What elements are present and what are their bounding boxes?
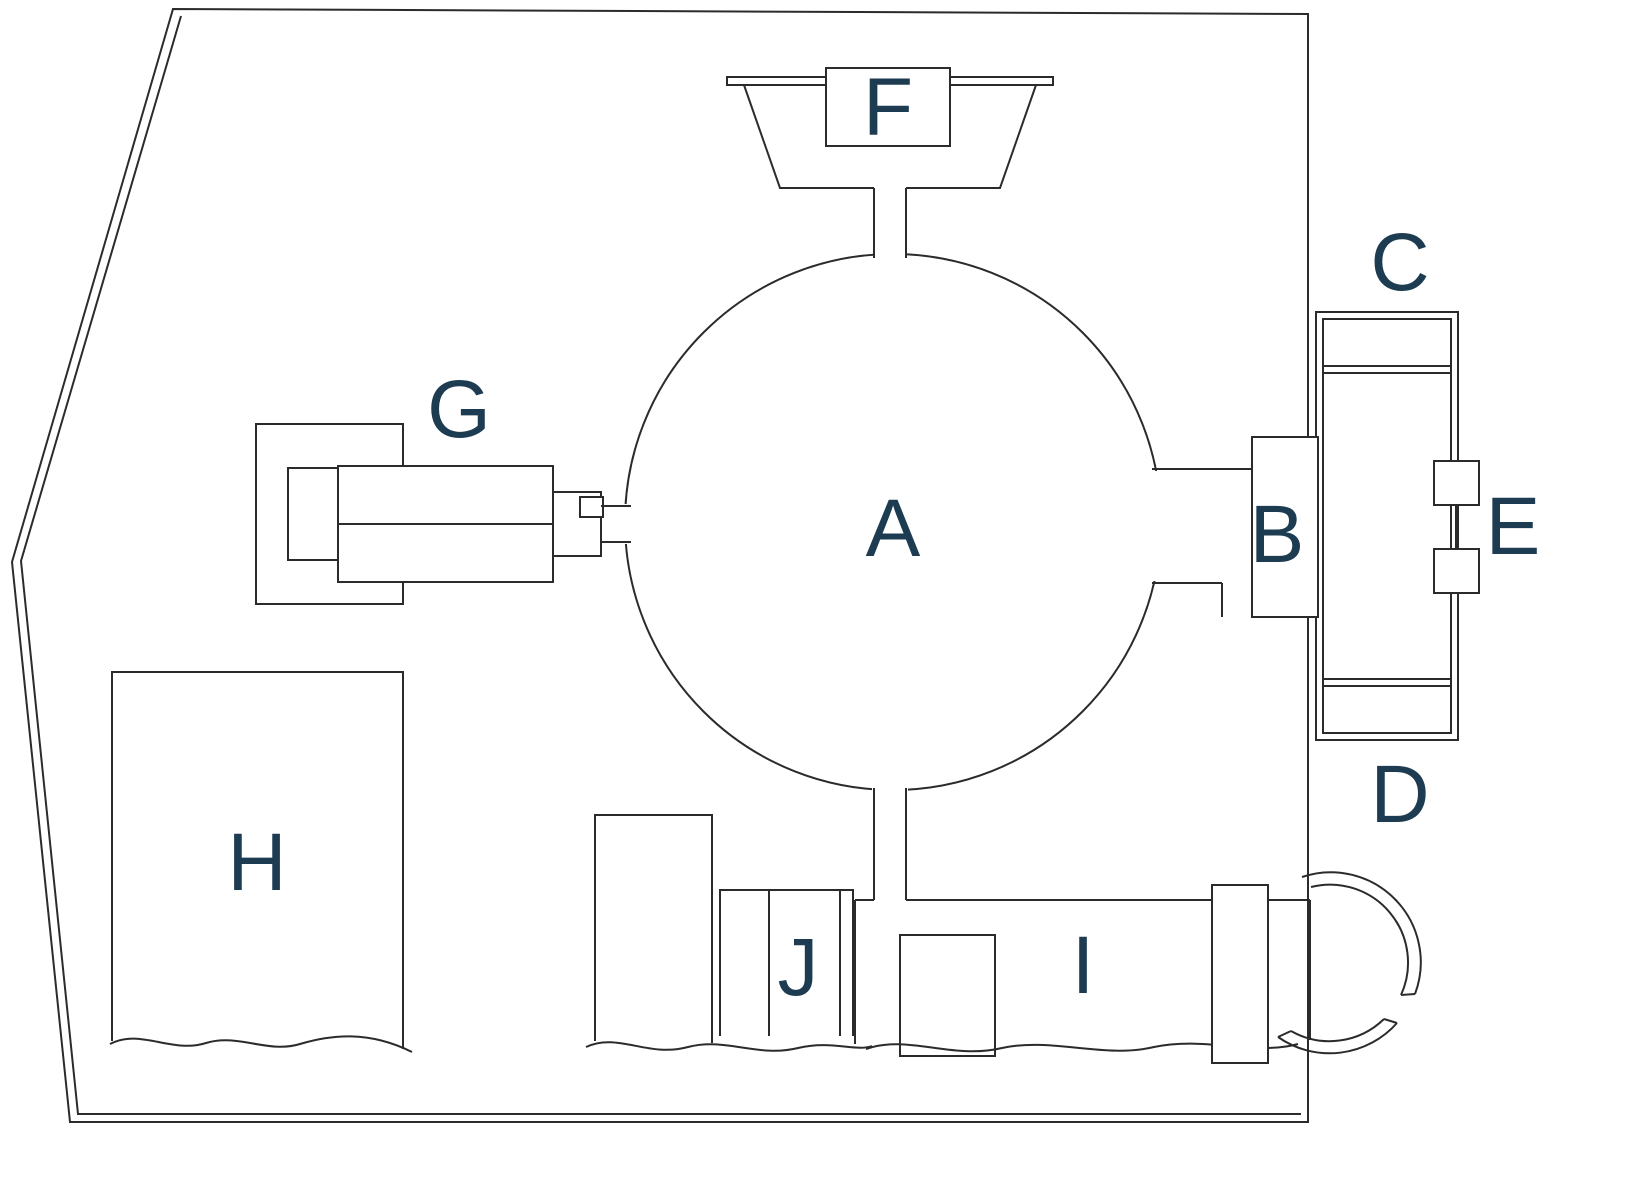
curved-chamber-gap-tick-2 (1383, 1018, 1398, 1024)
site-boundary-inner (19, 15, 1301, 1115)
channel-structure-inner (1322, 318, 1452, 734)
tank-left-opening-mask (612, 504, 632, 544)
label-b: B (1250, 489, 1305, 580)
waterline-middle (585, 1041, 873, 1052)
label-a: A (866, 483, 921, 574)
curved-chamber-inner-1 (1310, 883, 1409, 996)
curved-chamber-gap-tick-1 (1400, 993, 1416, 996)
equipment-g-motor (287, 467, 339, 561)
label-c: C (1370, 217, 1429, 308)
equipment-g-fitting (579, 496, 604, 518)
label-box-f (825, 67, 951, 147)
label-f: F (863, 62, 913, 153)
chamber-left-walls (594, 814, 713, 1043)
label-h: H (227, 817, 286, 908)
channel-structure-outer (1315, 311, 1459, 741)
basin-h-waterline (109, 1035, 413, 1053)
tank-bottom-opening-mask (872, 782, 908, 800)
curved-chamber-outer-2 (1277, 1022, 1398, 1055)
label-j: J (778, 922, 819, 1013)
curved-chamber-inner-2 (1290, 1018, 1385, 1043)
tank-top-opening-mask (876, 242, 904, 262)
valve-e-lower (1433, 548, 1480, 594)
basin-h-walls (111, 671, 404, 1049)
block-b (1251, 436, 1319, 618)
label-i: I (1072, 920, 1095, 1011)
tank-right-opening-mask (1146, 471, 1172, 581)
channel-i-sump (899, 934, 996, 1057)
valve-e-upper (1433, 460, 1480, 506)
site-boundary-outer (10, 7, 1309, 1123)
label-e: E (1486, 481, 1541, 572)
curved-chamber-end-tick (1277, 1030, 1292, 1038)
block-j-walls (719, 889, 854, 1036)
channel-i-gate (1211, 884, 1269, 1064)
label-g: G (427, 364, 491, 455)
label-d: D (1370, 749, 1429, 840)
curved-chamber-outer-1 (1301, 871, 1422, 995)
